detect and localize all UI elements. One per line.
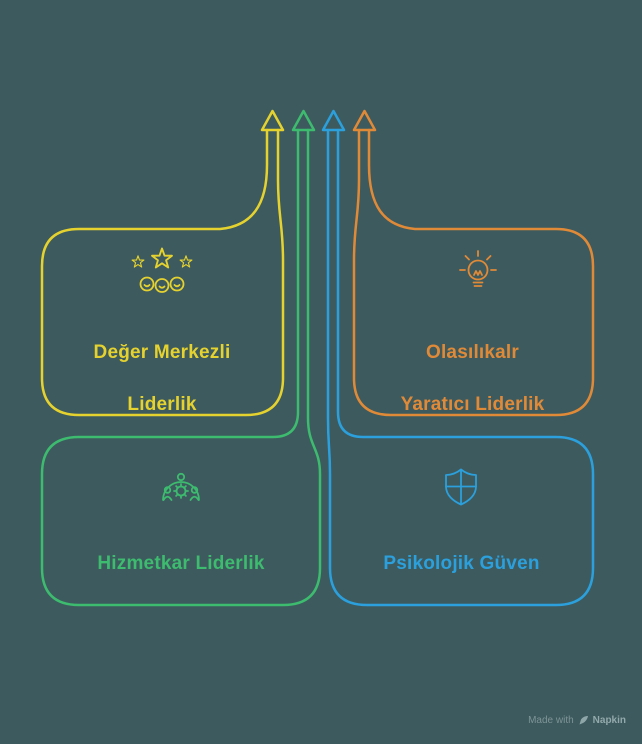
label-line: Liderlik	[127, 394, 197, 415]
label-line: Psikolojik Güven	[383, 553, 540, 574]
people-bodies	[162, 495, 200, 501]
shield-icon	[445, 468, 477, 506]
label-psychological-safety: Psikolojik Güven	[330, 525, 593, 603]
label-line: Değer Merkezli	[93, 342, 231, 363]
star-right-icon	[179, 255, 193, 268]
values-arrow-head	[260, 109, 285, 132]
face-right-icon	[169, 276, 185, 292]
values-box-path	[40, 128, 285, 417]
label-line: Yaratıcı Liderlik	[400, 394, 545, 415]
arch-curve	[162, 481, 200, 501]
person-top-head	[176, 472, 186, 482]
napkin-pen-icon	[579, 716, 588, 725]
label-servant-leadership: Hizmetkar Liderlik	[42, 525, 320, 603]
bulb-glass	[467, 259, 489, 281]
creative-arrow-head	[352, 109, 377, 132]
bulb-filament	[473, 270, 483, 276]
lightbulb-icon	[459, 250, 497, 287]
values-box-outline	[40, 109, 285, 417]
face-left-icon	[139, 276, 155, 292]
label-values-leadership: Değer Merkezli Liderlik	[52, 314, 272, 444]
stars-people-icon	[131, 247, 193, 293]
label-creative-leadership: Olasılıkalr Yaratıcı Liderlik	[352, 314, 593, 444]
creative-box-path	[352, 128, 595, 417]
face-smiles	[143, 284, 181, 289]
bulb-rays	[459, 250, 497, 271]
star-left-icon	[131, 255, 145, 268]
servant-box-path	[40, 128, 322, 607]
shield-cross	[445, 468, 477, 506]
star-center-icon	[151, 247, 173, 269]
watermark[interactable]: Made with Napkin	[528, 715, 626, 726]
servant-arrow-head	[291, 109, 316, 132]
creative-box-outline	[352, 109, 595, 417]
gear-icon	[173, 483, 189, 499]
psychological-box-path	[326, 128, 595, 607]
arch-people-icon	[162, 472, 200, 501]
bulb-base	[472, 281, 484, 287]
face-center-icon	[154, 278, 170, 293]
watermark-prefix: Made with	[528, 715, 574, 726]
person-left-head	[163, 486, 172, 494]
psychological-arrow-head	[321, 109, 346, 132]
servant-box-outline	[40, 109, 322, 607]
label-line: Hizmetkar Liderlik	[97, 553, 265, 574]
psychological-box-outline	[321, 109, 595, 607]
watermark-brand: Napkin	[592, 715, 626, 726]
label-line: Olasılıkalr	[425, 342, 520, 363]
person-right-head	[190, 486, 199, 494]
